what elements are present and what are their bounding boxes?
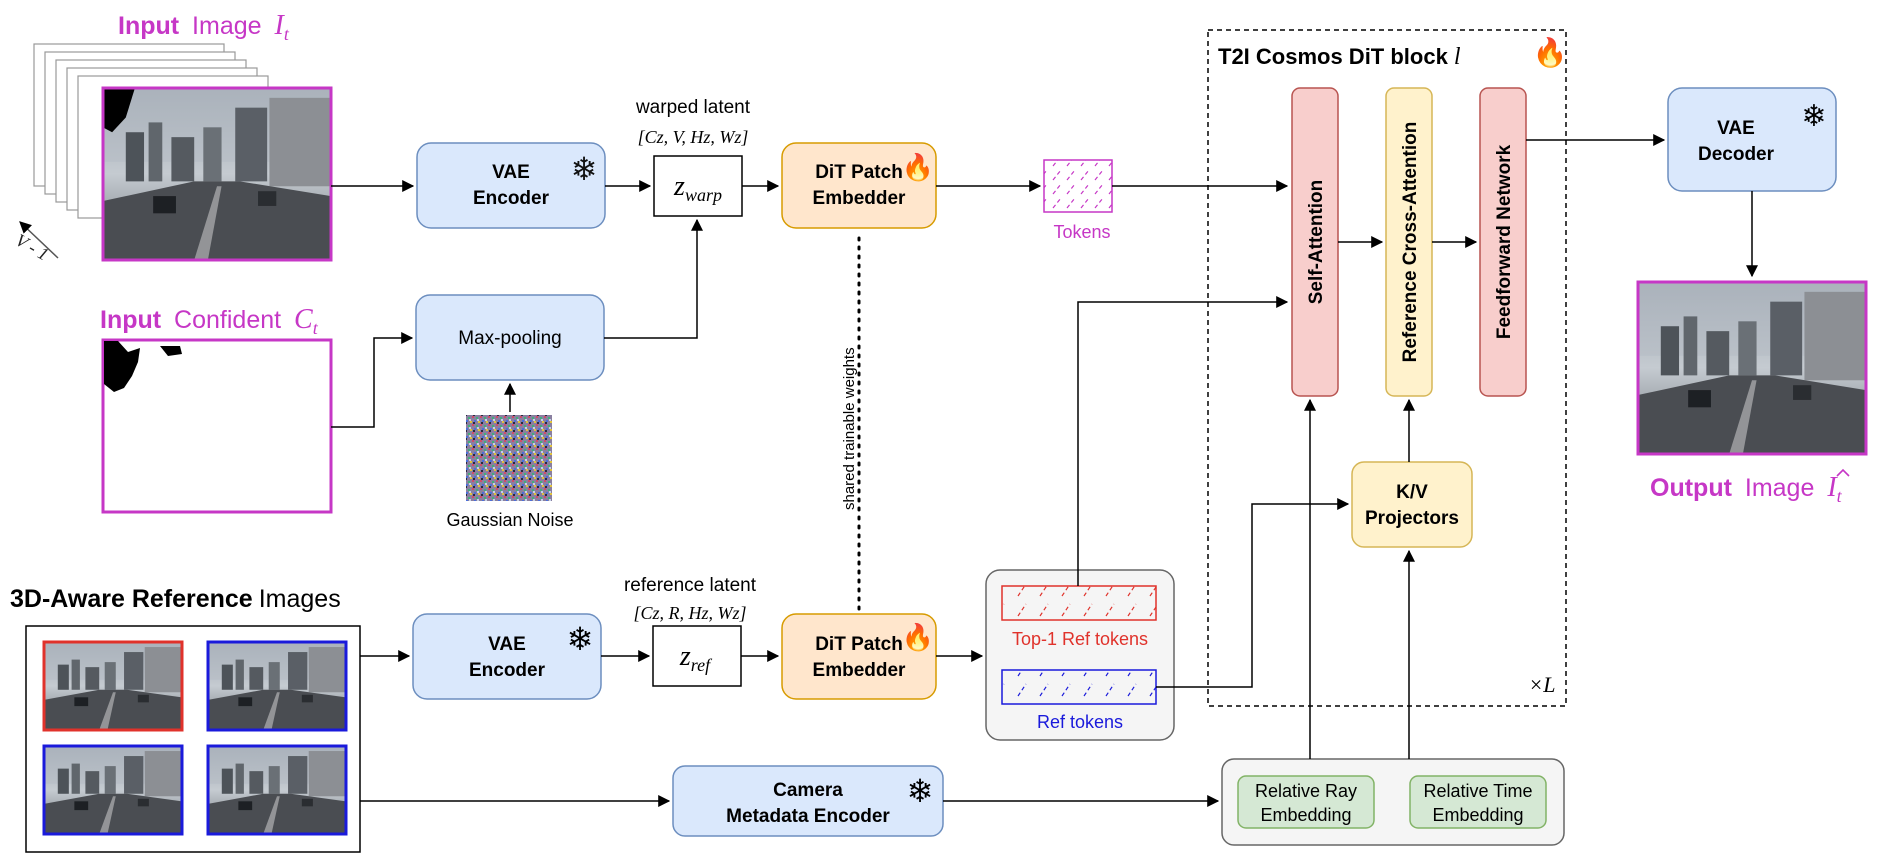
view-axis-label: V - 1 (12, 230, 52, 265)
relative-time-line2: Embedding (1432, 805, 1523, 825)
feedforward-label: Feedforward Network (1494, 144, 1515, 339)
relative-time-embedding-box (1409, 775, 1547, 829)
camera-encoder-line2: Metadata Encoder (726, 806, 890, 827)
input-image-title: Input Image It (118, 10, 290, 44)
reference-latent-shape: [Cz, R, Hz, Wz] (633, 603, 746, 623)
gaussian-noise-image (466, 415, 552, 501)
arrow-mask-to-maxpool (331, 332, 414, 428)
snowflake-icon: ❄ (907, 773, 934, 809)
hat-accent (1836, 468, 1850, 477)
dit-patch-bottom-line2: Embedder (813, 660, 907, 681)
camera-encoder-line1: Camera (773, 780, 843, 801)
z-ref-label: zref (679, 641, 713, 675)
output-image (1636, 280, 1868, 456)
dit-patch-bottom-line1: DiT Patch (815, 634, 903, 655)
view-axis: V - 1 (12, 221, 59, 265)
feedforward-box (1479, 87, 1527, 397)
repeat-label: ×L (1528, 672, 1555, 697)
kv-projectors-line1: K/V (1396, 482, 1428, 503)
self-attention-label: Self-Attention (1306, 180, 1327, 305)
z-ref-box (652, 625, 742, 687)
z-warp-label: zwarp (673, 171, 722, 205)
relative-ray-embedding-box (1237, 775, 1375, 829)
relative-time-line1: Relative Time (1423, 781, 1532, 801)
max-pooling-label: Max-pooling (458, 328, 562, 349)
fire-icon: 🔥 (1533, 36, 1568, 69)
reference-image-top1 (42, 640, 184, 732)
z-warp-box (653, 155, 743, 217)
top1-ref-tokens-box (1001, 585, 1157, 621)
ref-tokens-box (1001, 669, 1157, 705)
dit-patch-top-line2: Embedder (813, 188, 907, 209)
input-confident-title: Input Confident Ct (100, 304, 319, 338)
ref-tokens-label: Ref tokens (1037, 712, 1123, 732)
snowflake-icon: ❄ (571, 151, 598, 187)
vae-encoder-bottom-line2: Encoder (469, 660, 546, 681)
relative-ray-line2: Embedding (1260, 805, 1351, 825)
shared-weights-label: shared trainable weights (841, 347, 858, 510)
vae-decoder-line1: VAE (1717, 118, 1755, 139)
top1-ref-tokens-label: Top-1 Ref tokens (1012, 629, 1148, 649)
arrow-top1-to-self-attention (1077, 296, 1289, 586)
reference-latent-title: reference latent (624, 575, 757, 596)
relative-ray-line1: Relative Ray (1255, 781, 1357, 801)
gaussian-noise-label: Gaussian Noise (446, 510, 573, 530)
kv-projectors-box (1351, 461, 1473, 548)
reference-image (42, 744, 184, 836)
snowflake-icon: ❄ (567, 621, 594, 657)
reference-image (206, 640, 348, 732)
tokens-label: Tokens (1053, 222, 1110, 242)
arrow-reftokens-to-kv (1156, 498, 1350, 688)
warped-latent-shape: [Cz, V, Hz, Wz] (638, 127, 749, 147)
fire-icon: 🔥 (902, 622, 934, 652)
vae-decoder-line2: Decoder (1698, 144, 1775, 165)
cosmos-dit-block (1207, 29, 1567, 707)
confidence-mask-image (101, 338, 333, 514)
snowflake-icon: ❄ (1801, 100, 1826, 133)
reference-image (206, 744, 348, 836)
input-image-stack (33, 43, 333, 262)
vae-encoder-bottom-line1: VAE (488, 634, 526, 655)
fire-icon: 🔥 (902, 152, 934, 182)
kv-projectors-line2: Projectors (1365, 508, 1459, 529)
output-image-title: Output Image It (1650, 472, 1843, 506)
warped-latent-title: warped latent (635, 97, 751, 118)
vae-encoder-top-line1: VAE (492, 162, 530, 183)
dit-patch-top-line1: DiT Patch (815, 162, 903, 183)
ref-cross-attention-label: Reference Cross-Attention (1400, 122, 1421, 363)
arrow-maxpool-to-zwarp (604, 218, 703, 339)
vae-encoder-top-line2: Encoder (473, 188, 550, 209)
tokens-box (1043, 159, 1113, 213)
